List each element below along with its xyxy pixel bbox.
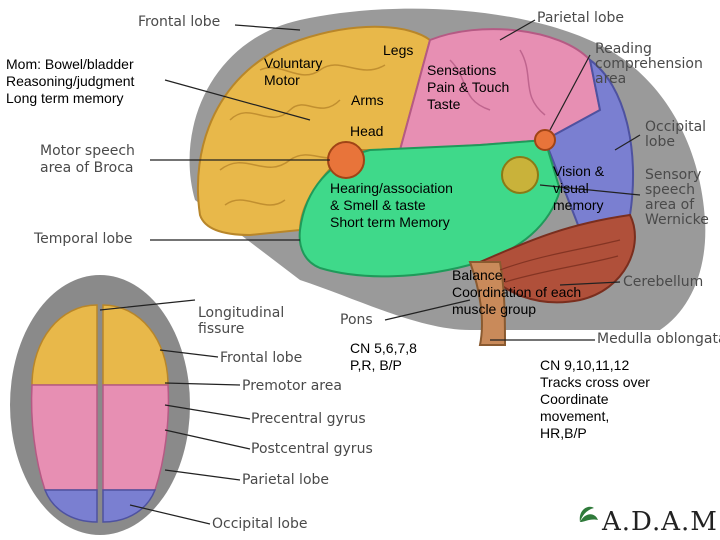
label-parietal-lobe-top: Parietal lobe bbox=[242, 472, 330, 488]
note-balance: Balance, Coordination of each muscle gro… bbox=[452, 267, 582, 317]
frontal-lobe-region bbox=[196, 25, 432, 237]
label-cerebellum: Cerebellum bbox=[623, 274, 704, 290]
adam-leaf-icon bbox=[579, 506, 598, 522]
label-medulla: Medulla oblongata bbox=[597, 331, 720, 347]
label-postcentral-gyrus: Postcentral gyrus bbox=[251, 441, 373, 457]
note-arms: Arms bbox=[351, 92, 384, 108]
wernicke-area-marker bbox=[501, 156, 539, 194]
label-frontal-lobe-top: Frontal lobe bbox=[220, 350, 303, 366]
brainstem-region bbox=[468, 261, 507, 346]
label-pons: Pons bbox=[340, 312, 373, 328]
reading-area-marker bbox=[534, 129, 556, 151]
label-motor-speech: Motor speech area of Broca bbox=[40, 143, 135, 176]
label-reading-area: Reading comprehension area bbox=[595, 41, 703, 87]
cerebellum-region bbox=[478, 213, 636, 304]
label-sensory-speech: Sensory speech area of Wernicke bbox=[645, 167, 709, 228]
label-occipital-lobe-top: Occipital lobe bbox=[212, 516, 308, 532]
note-voluntary-motor: Voluntary Motor bbox=[264, 55, 323, 88]
label-longitudinal-fissure: Longitudinal fissure bbox=[198, 305, 285, 337]
top-view-leaders bbox=[99, 299, 251, 525]
note-cn-medulla: CN 9,10,11,12 Tracks cross over Coordina… bbox=[540, 357, 650, 441]
note-sensations: Sensations Pain & Touch Taste bbox=[427, 62, 510, 112]
label-parietal-lobe: Parietal lobe bbox=[537, 10, 625, 26]
note-vision: Vision & visual memory bbox=[553, 163, 605, 213]
label-premotor-area: Premotor area bbox=[242, 378, 342, 394]
label-frontal-lobe: Frontal lobe bbox=[138, 14, 221, 30]
note-head: Head bbox=[350, 123, 384, 139]
note-hearing: Hearing/association & Smell & taste Shor… bbox=[330, 180, 453, 230]
leader-lines bbox=[150, 19, 641, 341]
note-cn-pons: CN 5,6,7,8 P,R, B/P bbox=[350, 340, 417, 373]
label-temporal-lobe: Temporal lobe bbox=[34, 231, 133, 247]
top-view-brain bbox=[30, 304, 170, 523]
broca-area-marker bbox=[327, 141, 365, 179]
label-occipital-lobe: Occipital lobe bbox=[645, 119, 707, 150]
label-precentral-gyrus: Precentral gyrus bbox=[251, 411, 366, 427]
note-mom: Mom: Bowel/bladder Reasoning/judgment Lo… bbox=[6, 56, 135, 106]
adam-logo: A.D.A.M. bbox=[602, 507, 720, 537]
note-legs: Legs bbox=[383, 42, 414, 58]
